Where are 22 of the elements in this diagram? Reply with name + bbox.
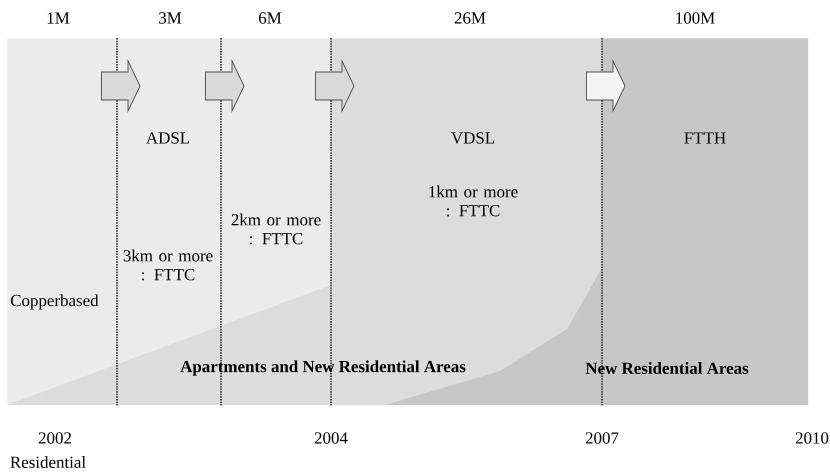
timeline-band [7, 38, 118, 406]
speed-label: 1M [48, 12, 70, 24]
axis-label: Residential [10, 456, 86, 468]
band-label: 3km or more : FTTC [124, 250, 213, 280]
band-label: ADSL [146, 132, 190, 144]
year-label: 2002 [38, 432, 71, 444]
speed-label: 6M [258, 12, 282, 24]
year-label: 2010 [796, 432, 828, 444]
speed-label: 3M [159, 12, 182, 24]
band-label: FTTH [684, 132, 726, 144]
area-label: New Residential Areas [586, 362, 748, 374]
band-label: Copperbased [10, 294, 98, 310]
year-label: 2004 [314, 432, 348, 444]
band-label: 2km or more : FTTC [232, 214, 321, 244]
band-label: VDSL [451, 132, 494, 144]
block-arrow [100, 59, 140, 113]
year-label: 2007 [586, 432, 618, 444]
block-arrow [314, 59, 354, 113]
block-arrow [586, 59, 626, 113]
band-label: 1km or more : FTTC [429, 186, 518, 216]
block-arrow [204, 59, 244, 113]
area-label: Apartments and New Residential Areas [180, 360, 466, 376]
